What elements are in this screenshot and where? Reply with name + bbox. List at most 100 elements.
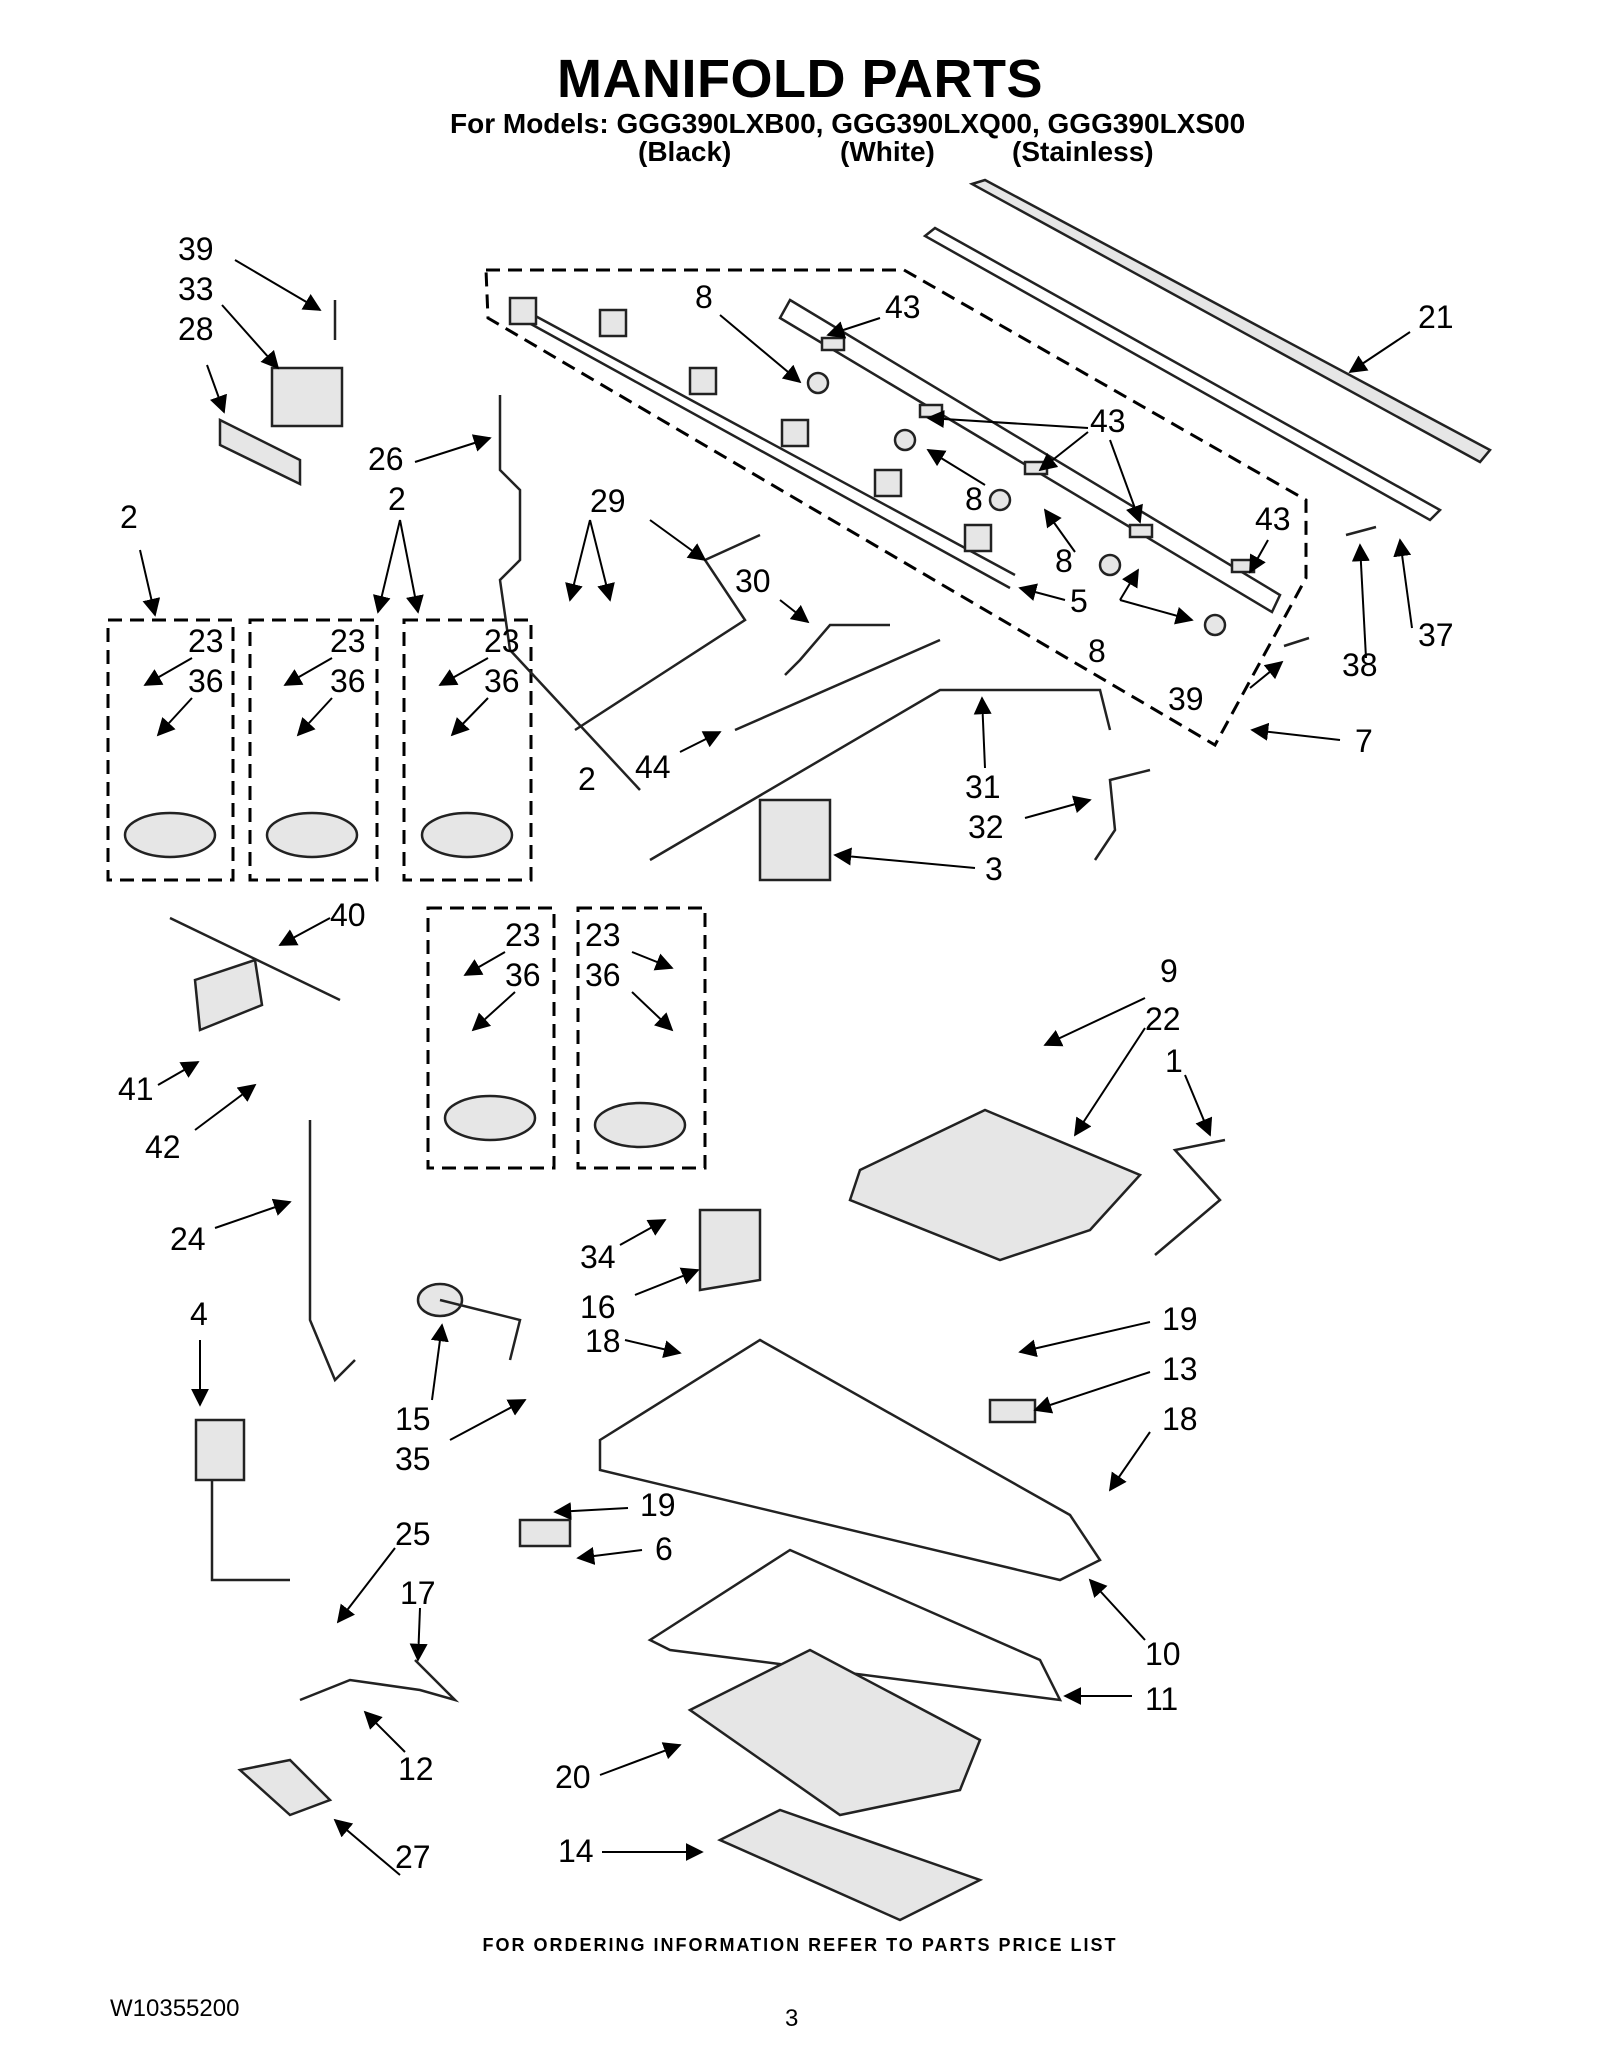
color-stainless-label: (Stainless) [1012,136,1154,167]
callout-18: 18 [1162,1401,1198,1437]
color-white-label: (White) [840,136,935,167]
callout-23: 23 [505,917,541,953]
callout-28: 28 [178,311,214,347]
callout-20: 20 [555,1759,591,1795]
callout-36: 36 [505,957,541,993]
callout-8: 8 [1088,633,1106,669]
callout-36: 36 [330,663,366,699]
parts-artwork [123,178,1492,1922]
callout-21: 21 [1418,299,1454,335]
callout-39: 39 [1168,681,1204,717]
tube-1 [1154,1138,1226,1256]
callout-9: 9 [1160,953,1178,989]
callout-19: 19 [1162,1301,1198,1337]
valve-box-3 [402,618,533,882]
callout-35: 35 [395,1441,431,1477]
callout-41: 41 [118,1071,154,1107]
callout-8: 8 [1055,543,1073,579]
tube-26 [498,395,641,791]
bracket-41 [193,958,264,1032]
igniter-6 [518,1518,572,1548]
callout-44: 44 [635,749,671,785]
callout-32: 32 [968,809,1004,845]
ordering-note: FOR ORDERING INFORMATION REFER TO PARTS … [482,1935,1118,1955]
bracket-16 [698,1208,762,1292]
tube-12 [299,1659,460,1703]
callout-15: 15 [395,1401,431,1437]
callout-13: 13 [1162,1351,1198,1387]
callout-8: 8 [965,481,983,517]
callout-numbers: 39 33 28 26 2 2 2 23 36 23 36 23 36 23 3… [118,231,1454,1875]
tube-44 [734,638,941,732]
valve-box-2 [248,618,379,882]
callout-10: 10 [1145,1636,1181,1672]
callout-18: 18 [585,1323,621,1359]
callout-38: 38 [1342,647,1378,683]
manifold-rail-21 [968,178,1492,464]
burner-11 [647,1548,1063,1702]
callout-8: 8 [695,279,713,315]
callout-7: 7 [1355,723,1373,759]
tube-24 [308,1120,356,1383]
callout-4: 4 [190,1296,208,1332]
models-line: For Models: GGG390LXB00, GGG390LXQ00, GG… [450,108,1246,139]
callout-36: 36 [188,663,224,699]
valve-box-4 [426,906,556,1170]
document-number: W10355200 [110,1995,240,2022]
callout-36: 36 [484,663,520,699]
callout-36: 36 [585,957,621,993]
callout-19: 19 [640,1487,676,1523]
tube-32 [1093,768,1151,861]
callout-3: 3 [985,851,1003,887]
callout-39: 39 [178,231,214,267]
tube-31 [649,688,1112,862]
burner-10 [598,1338,1102,1582]
callout-27: 27 [395,1839,431,1875]
bracket-28 [218,417,302,486]
igniter-13 [988,1398,1037,1424]
baffle-20 [687,1648,982,1817]
heat-shield-22 [848,1108,1143,1262]
callout-2: 2 [120,499,138,535]
page-title: MANIFOLD PARTS [557,49,1043,109]
callout-22: 22 [1145,1001,1181,1037]
color-black-label: (Black) [638,136,732,167]
callout-25: 25 [395,1516,431,1552]
manifold-pipe [778,298,1282,614]
callout-12: 12 [398,1751,434,1787]
valve-box-5 [576,906,707,1170]
rail-bracket-37 [922,226,1443,522]
valve-box-1 [106,618,235,882]
callout-43: 43 [1255,501,1291,537]
callout-23: 23 [585,917,621,953]
tube-30 [784,623,890,676]
callout-26: 26 [368,441,404,477]
callout-42: 42 [145,1129,181,1165]
tube-29 [574,533,761,732]
callout-33: 33 [178,271,214,307]
callout-1: 1 [1165,1043,1183,1079]
callout-5: 5 [1070,583,1088,619]
spark-harness-5 [514,303,1016,590]
callout-23: 23 [188,623,224,659]
leader-lines [139,259,1413,1876]
callout-24: 24 [170,1221,206,1257]
callout-17: 17 [400,1575,436,1611]
callout-30: 30 [735,563,771,599]
page-number: 3 [785,2005,799,2032]
callout-23: 23 [484,623,520,659]
callout-43: 43 [1090,403,1126,439]
callout-29: 29 [590,483,626,519]
callout-6: 6 [655,1531,673,1567]
bracket-27 [237,1758,333,1817]
callout-34: 34 [580,1239,616,1275]
callout-23: 23 [330,623,366,659]
callout-2: 2 [578,761,596,797]
baffle-14 [717,1808,984,1922]
callout-40: 40 [330,897,366,933]
callout-11: 11 [1145,1681,1178,1717]
callout-16: 16 [580,1289,616,1325]
callout-31: 31 [965,769,1001,805]
gas-valve-4 [194,1418,246,1482]
